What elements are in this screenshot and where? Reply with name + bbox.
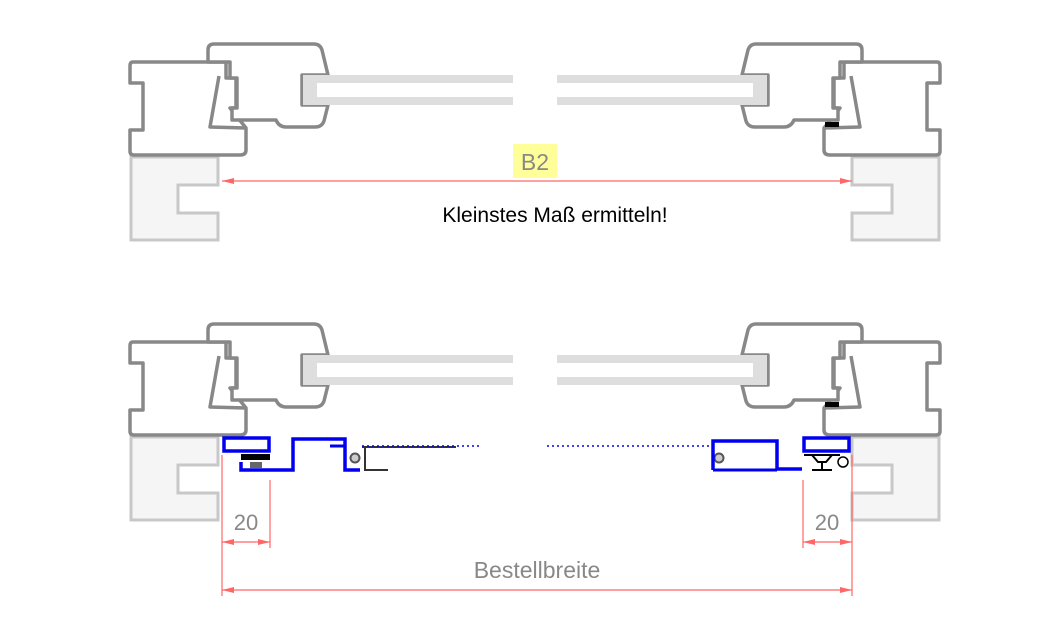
left-offset-label: 20 (234, 510, 258, 535)
seal-icon (825, 122, 839, 127)
right-rail-profile (547, 436, 851, 472)
order-width-label: Bestellbreite (474, 557, 601, 583)
seal-icon (825, 402, 839, 407)
b2-label: B2 (521, 149, 549, 175)
b2-highlight (513, 144, 557, 178)
bottom-left-profile (128, 322, 515, 522)
b2-dimension-line (222, 178, 852, 184)
order-width-dimension (222, 587, 852, 593)
roller-icon (713, 452, 725, 464)
left-offset-dimension (221, 455, 271, 596)
note-text: Kleinstes Maß ermitteln! (442, 204, 667, 227)
left-rail-profile (222, 436, 482, 472)
bottom-right-profile (555, 322, 942, 522)
pivot-icon (837, 456, 849, 468)
right-offset-label: 20 (815, 510, 839, 535)
right-offset-dimension (802, 455, 853, 596)
roller-icon (349, 452, 361, 464)
